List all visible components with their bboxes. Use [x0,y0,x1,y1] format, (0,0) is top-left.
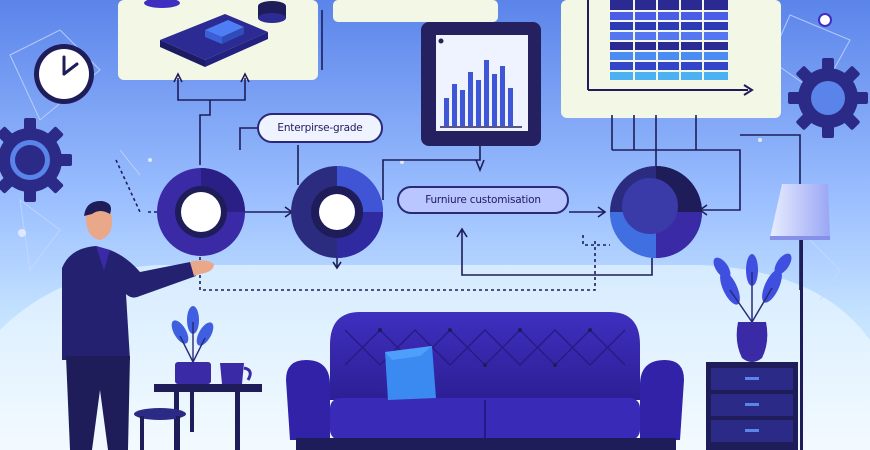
ring-chart-icon [157,168,245,256]
stacked-chart-panel [561,0,832,118]
cup-icon [220,363,252,384]
person-figure [62,200,214,450]
bar-chart-icon [421,22,541,146]
ring-chart-icon [610,166,702,258]
stool [134,408,186,450]
plant-icon [713,253,792,362]
plant-icon [171,306,214,384]
lamp-icon [770,184,830,450]
furniture-customisation-label: Furniure customisation [397,186,569,214]
clock-icon [34,44,94,104]
sofa-icon [286,312,684,450]
gear-icon [788,58,868,138]
enterprise-grade-label: Enterpirse-grade [257,113,383,143]
gear-icon [0,118,72,202]
ring-chart-icon [291,166,383,258]
cabinet [706,362,798,450]
panel-top-middle [333,0,498,22]
panel-product [118,0,318,80]
flow-connectors [115,10,801,291]
